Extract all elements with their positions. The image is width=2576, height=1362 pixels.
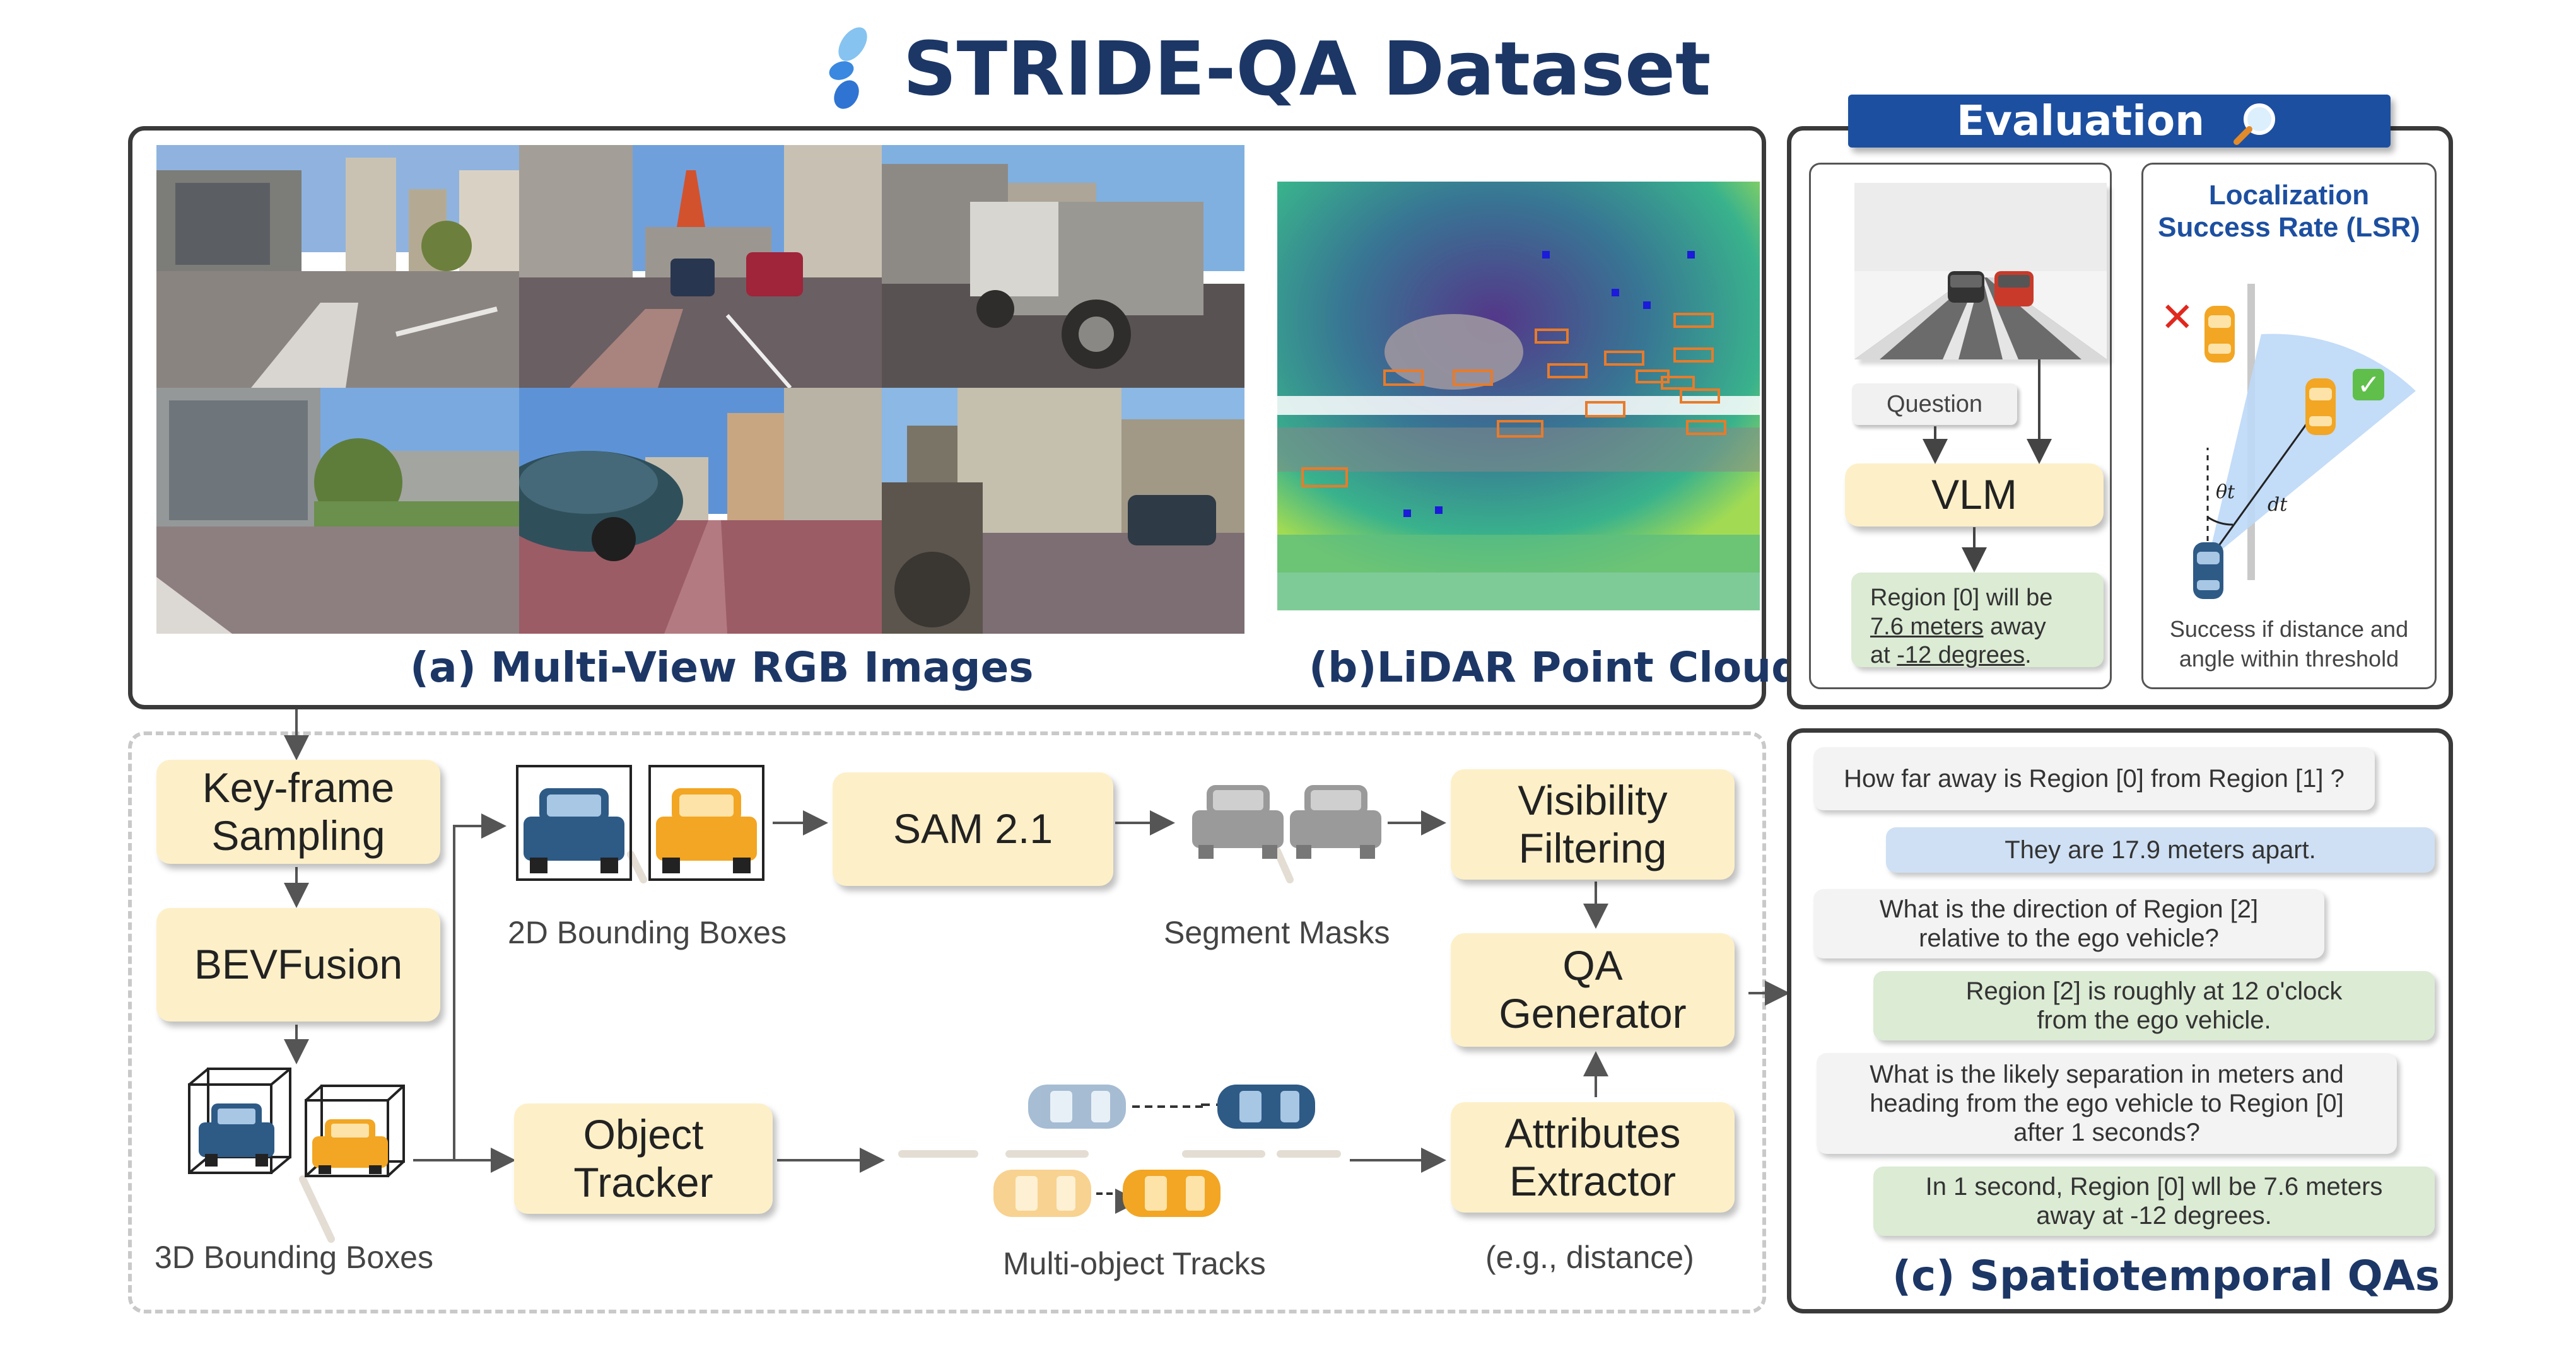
- eval-arrows: [1923, 359, 2052, 573]
- 3d-bounding-boxes-icon: [188, 1068, 405, 1177]
- track-car-orange: [1123, 1170, 1221, 1217]
- vlm-box: VLM: [1845, 463, 2104, 527]
- qa-bubble-6: In 1 second, Region [0] wll be 7.6 meter…: [1873, 1167, 2435, 1236]
- theta-label: θt: [2216, 481, 2235, 503]
- answer-distance: 7.6 meters: [1870, 613, 1984, 640]
- caption-lidar: (b)LiDAR Point Cloud: [1309, 643, 1801, 692]
- fail-car-icon: [2204, 306, 2235, 363]
- check-icon-bg: [2353, 369, 2384, 400]
- vlm-answer-box: Region [0] will be 7.6 meters away at -1…: [1851, 573, 2104, 669]
- lsr-diagram: θt dt ✓ ✕: [2160, 284, 2416, 599]
- qa-generator-box: QA Generator: [1451, 933, 1735, 1047]
- rgb-image-front-right: [882, 145, 1244, 388]
- sam-label: SAM 2.1: [893, 805, 1053, 853]
- answer-text-4: .: [2025, 642, 2032, 669]
- rgb-image-back-left: [156, 388, 519, 634]
- label-eg-distance: (e.g., distance): [1485, 1240, 1694, 1275]
- label-multi-object-tracks: Multi-object Tracks: [1003, 1246, 1266, 1281]
- bevfusion-box: BEVFusion: [156, 908, 440, 1022]
- 3d-car-blue: [199, 1103, 274, 1167]
- visibility-filtering-box: Visibility Filtering: [1451, 769, 1735, 880]
- check-icon: ✓: [2357, 370, 2380, 400]
- track-car-orange-faded: [993, 1170, 1091, 1217]
- bevfusion-label: BEVFusion: [194, 941, 403, 988]
- ego-car-icon: [2193, 542, 2223, 599]
- rgb-image-back: [519, 388, 882, 634]
- lsr-note: Success if distance and angle within thr…: [2141, 615, 2437, 674]
- lsr-title-line1: Localization: [2208, 180, 2370, 211]
- qa-bubble-1: How far away is Region [0] from Region […: [1813, 747, 2375, 810]
- qa-text-6: In 1 second, Region [0] wll be 7.6 meter…: [1925, 1173, 2383, 1230]
- road-scene-image: [1854, 183, 2107, 359]
- logo-icon: [829, 27, 867, 109]
- qa-text-5: What is the likely separation in meters …: [1870, 1061, 2344, 1146]
- qa-bubble-3: What is the direction of Region [2] rela…: [1813, 889, 2324, 958]
- question-label: Question: [1886, 391, 1983, 417]
- label-3d-boxes: 3D Bounding Boxes: [155, 1240, 433, 1275]
- qa-text-2: They are 17.9 meters apart.: [2005, 836, 2316, 864]
- qa-text-4: Region [2] is roughly at 12 o'clock from…: [1965, 977, 2343, 1034]
- rgb-image-front-left: [156, 145, 519, 388]
- lsr-note-line1: Success if distance and: [2169, 616, 2409, 642]
- multi-object-tracks-icon: [993, 1085, 1315, 1217]
- attributes-extractor-label: Attributes Extractor: [1504, 1109, 1681, 1204]
- answer-degrees: -12 degrees: [1897, 642, 2025, 669]
- object-tracker-label: Object Tracker: [573, 1110, 713, 1206]
- qa-generator-label: QA Generator: [1499, 942, 1687, 1037]
- qa-text-1: How far away is Region [0] from Region […: [1844, 765, 2345, 793]
- qa-text-3: What is the direction of Region [2] rela…: [1879, 895, 2259, 952]
- lsr-note-line2: angle within threshold: [2179, 645, 2399, 672]
- lsr-title: Localization Success Rate (LSR): [2141, 180, 2437, 243]
- attributes-extractor-box: Attributes Extractor: [1451, 1102, 1735, 1213]
- evaluation-title: Evaluation: [1956, 96, 2205, 145]
- object-tracker-box: Object Tracker: [514, 1103, 773, 1214]
- visibility-filtering-label: Visibility Filtering: [1518, 776, 1668, 871]
- magnifier-icon: [2234, 103, 2276, 145]
- qa-bubble-2: They are 17.9 meters apart.: [1886, 827, 2435, 873]
- qa-bubble-5: What is the likely separation in meters …: [1817, 1053, 2397, 1154]
- answer-text-1: Region [0] will be: [1870, 585, 2053, 611]
- 2d-car-blue: [524, 788, 624, 873]
- sam-box: SAM 2.1: [833, 772, 1113, 886]
- rgb-image-front: [519, 145, 882, 388]
- question-box: Question: [1852, 383, 2017, 425]
- caption-rgb: (a) Multi-View RGB Images: [410, 643, 1034, 692]
- track-car-blue-faded: [1028, 1085, 1126, 1129]
- segment-masks-icon: [1192, 785, 1381, 859]
- distance-label: dt: [2268, 494, 2288, 516]
- label-2d-boxes: 2D Bounding Boxes: [508, 915, 787, 950]
- answer-text-3: at: [1870, 642, 1890, 669]
- lsr-title-line2: Success Rate (LSR): [2158, 211, 2420, 243]
- 2d-car-orange: [656, 788, 757, 873]
- label-segment-masks: Segment Masks: [1164, 915, 1390, 950]
- lidar-point-cloud: [1277, 156, 1760, 642]
- success-car-icon: [2305, 378, 2336, 435]
- pipeline-area: [128, 731, 1766, 1313]
- qa-bubble-4: Region [2] is roughly at 12 o'clock from…: [1873, 971, 2435, 1040]
- caption-qas: (c) Spatiotemporal QAs: [1892, 1252, 2440, 1300]
- cross-icon: ✕: [2160, 294, 2194, 340]
- keyframe-sampling-label: Key-frame Sampling: [202, 764, 395, 859]
- 3d-car-orange: [312, 1119, 388, 1174]
- evaluation-header: Evaluation: [1848, 95, 2391, 148]
- rgb-image-back-right: [882, 388, 1244, 634]
- track-car-blue: [1217, 1085, 1315, 1129]
- vlm-label: VLM: [1931, 471, 2017, 518]
- keyframe-sampling-box: Key-frame Sampling: [156, 760, 440, 864]
- 2d-bounding-boxes-icon: [516, 765, 764, 881]
- page-title: STRIDE-QA Dataset: [903, 25, 1711, 112]
- answer-text-2: away: [1990, 613, 2046, 640]
